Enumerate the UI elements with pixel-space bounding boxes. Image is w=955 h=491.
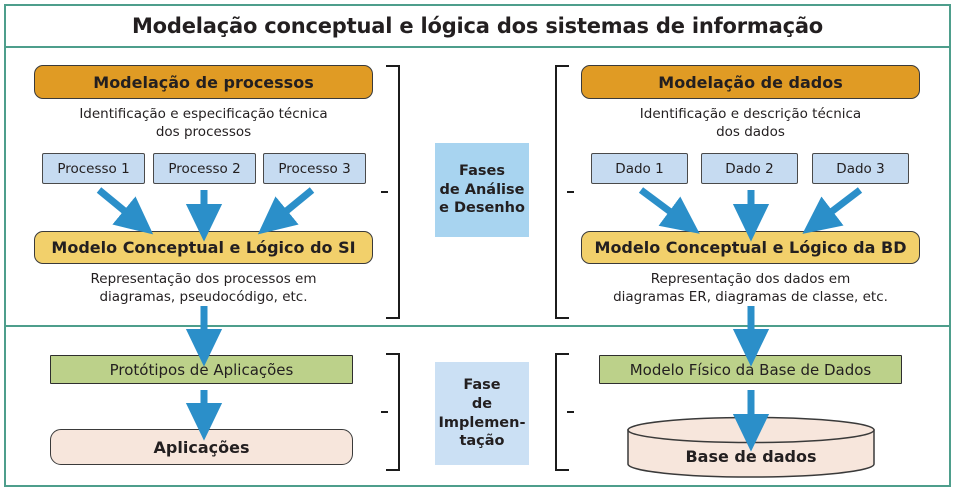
- bracket-right-analysis: [555, 65, 574, 319]
- right-header-data: Modelação de dados: [581, 65, 920, 99]
- left-header-caption: Identificação e especificação técnica do…: [79, 106, 328, 140]
- chip-processo-2[interactable]: Processo 2: [153, 153, 256, 184]
- right-model-caption: Representação dos dados em diagramas ER,…: [613, 271, 888, 305]
- phase-implementation: Fase de Implemen- tação: [435, 362, 529, 465]
- right-model-bd: Modelo Conceptual e Lógico da BD: [581, 231, 920, 264]
- bracket-left-implementation: [381, 353, 400, 471]
- left-prototypes: Protótipos de Aplicações: [50, 355, 353, 384]
- page-title: Modelação conceptual e lógica dos sistem…: [131, 13, 824, 38]
- left-model-caption: Representação dos processos em diagramas…: [90, 271, 317, 305]
- bracket-left-analysis: [381, 65, 400, 319]
- database-cylinder: Base de dados: [626, 416, 876, 478]
- right-physical-model: Modelo Físico da Base de Dados: [599, 355, 902, 384]
- chip-processo-1[interactable]: Processo 1: [42, 153, 145, 184]
- left-header-processes: Modelação de processos: [34, 65, 373, 99]
- section-divider: [4, 325, 951, 327]
- left-model-si: Modelo Conceptual e Lógico do SI: [34, 231, 373, 264]
- chip-dado-1[interactable]: Dado 1: [591, 153, 688, 184]
- chip-dado-2[interactable]: Dado 2: [701, 153, 798, 184]
- title-divider: [4, 46, 951, 48]
- right-header-caption: Identificação e descrição técnica dos da…: [639, 106, 862, 140]
- bracket-right-implementation: [555, 353, 574, 471]
- database-label: Base de dados: [685, 447, 817, 466]
- phase-analysis-design: Fases de Análise e Desenho: [435, 143, 529, 237]
- chip-dado-3[interactable]: Dado 3: [812, 153, 909, 184]
- chip-processo-3[interactable]: Processo 3: [263, 153, 366, 184]
- left-applications: Aplicações: [50, 429, 353, 465]
